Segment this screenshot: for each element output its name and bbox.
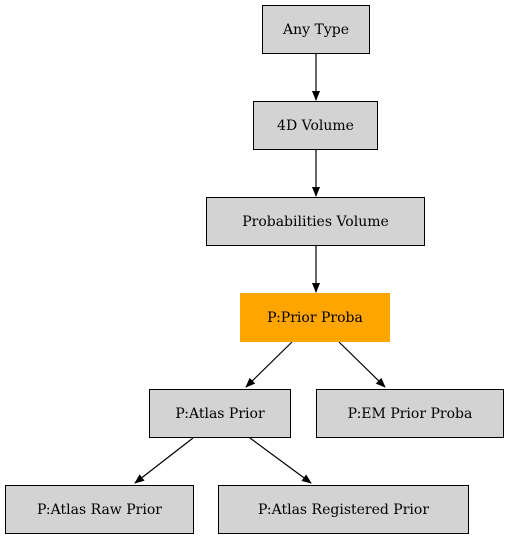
node-label-atlas-registered-prior: P:Atlas Registered Prior: [257, 501, 430, 518]
node-4d-volume: 4D Volume: [253, 101, 378, 150]
node-label-em-prior-proba: P:EM Prior Proba: [347, 405, 473, 422]
node-atlas-raw-prior: P:Atlas Raw Prior: [5, 485, 194, 534]
node-probabilities-volume: Probabilities Volume: [206, 197, 425, 246]
edge-atlas-prior-to-atlas-registered-prior: [249, 437, 312, 484]
node-label-atlas-prior: P:Atlas Prior: [175, 405, 265, 422]
node-label-prior-proba: P:Prior Proba: [267, 309, 363, 326]
node-em-prior-proba: P:EM Prior Proba: [316, 389, 504, 438]
node-atlas-prior: P:Atlas Prior: [149, 389, 291, 438]
node-label-any-type: Any Type: [283, 21, 349, 38]
edge-prior-proba-to-em-prior-proba: [338, 341, 386, 388]
node-atlas-registered-prior: P:Atlas Registered Prior: [218, 485, 469, 534]
node-any-type: Any Type: [262, 5, 370, 54]
node-prior-proba: P:Prior Proba: [240, 293, 390, 342]
node-label-atlas-raw-prior: P:Atlas Raw Prior: [37, 501, 162, 518]
node-label-probabilities-volume: Probabilities Volume: [242, 213, 389, 230]
edge-prior-proba-to-atlas-prior: [245, 341, 293, 388]
node-label-4d-volume: 4D Volume: [277, 117, 354, 134]
edge-atlas-prior-to-atlas-raw-prior: [134, 437, 194, 484]
